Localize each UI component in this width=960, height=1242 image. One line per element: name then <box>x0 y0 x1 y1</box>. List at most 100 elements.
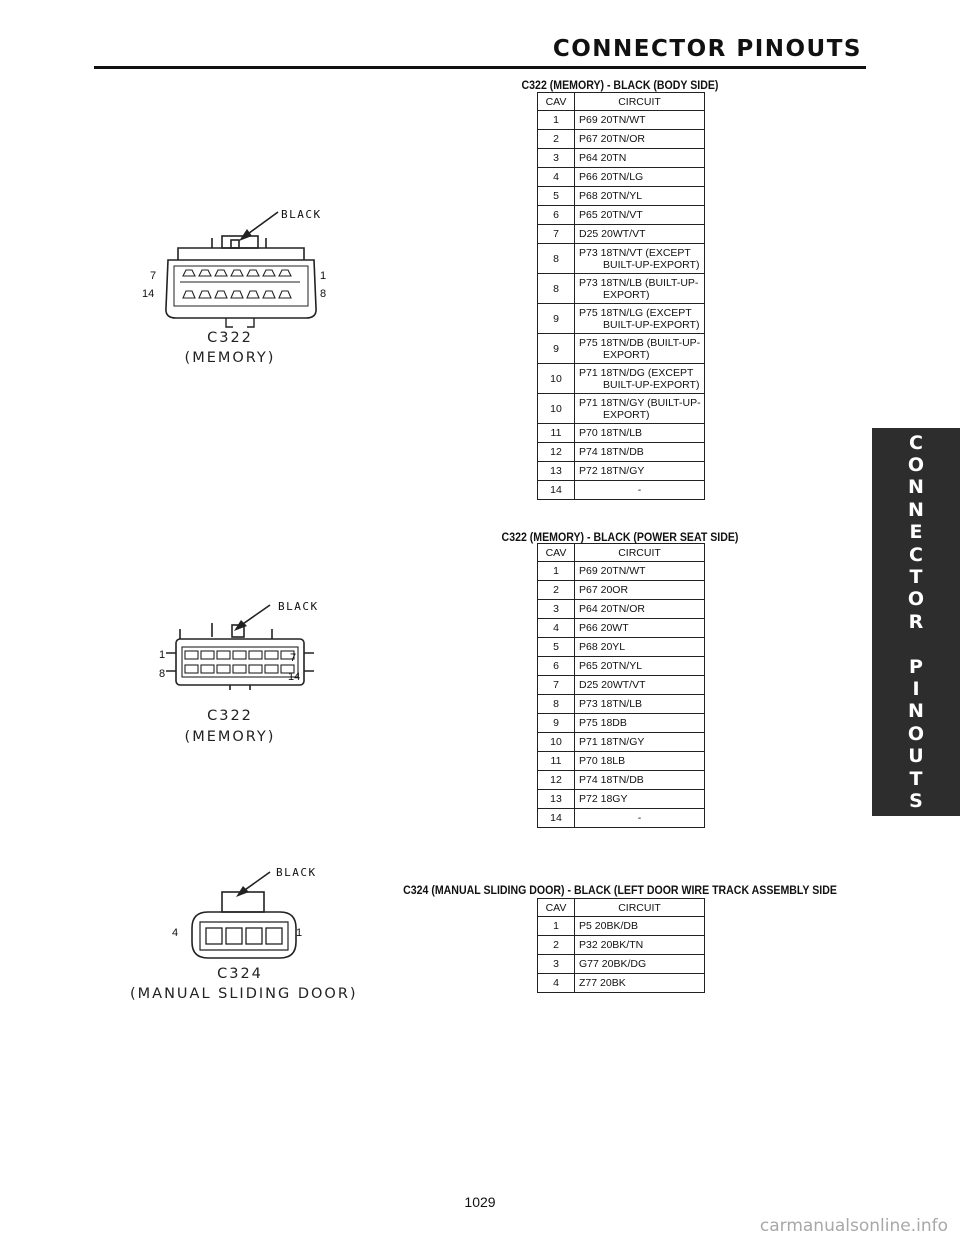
cav-cell: 9 <box>537 713 575 733</box>
pin-number-label: 8 <box>320 288 327 300</box>
circuit-text: G77 20BK/DG <box>579 958 647 970</box>
circuit-text-continued: EXPORT) <box>603 288 650 301</box>
side-tab-letter: I <box>912 677 920 700</box>
circuit-cell: P66 20WT <box>574 618 705 638</box>
circuit-cell: P69 20TN/WT <box>574 561 705 581</box>
circuit-cell: P72 18TN/GY <box>574 461 705 481</box>
pin-number-label: 1 <box>159 649 166 661</box>
column-header-cav: CAV <box>537 92 575 111</box>
circuit-text: P65 20TN/YL <box>579 660 643 672</box>
circuit-text-continued: BUILT-UP-EXPORT) <box>603 378 700 391</box>
table-title: C322 (MEMORY) - BLACK (BODY SIDE) <box>521 80 719 92</box>
cav-cell: 4 <box>537 973 575 993</box>
circuit-cell: D25 20WT/VT <box>574 224 705 244</box>
circuit-cell: - <box>574 808 705 828</box>
cav-cell: 11 <box>537 751 575 771</box>
cav-cell: 7 <box>537 224 575 244</box>
circuit-cell: P68 20YL <box>574 637 705 657</box>
circuit-text: P68 20TN/YL <box>579 190 643 202</box>
circuit-text: P75 18DB <box>579 717 627 729</box>
table-row: 1 P5 20BK/DB <box>537 916 705 936</box>
table-title: C322 (MEMORY) - BLACK (POWER SEAT SIDE) <box>501 532 739 544</box>
connector-subname: (MEMORY) <box>184 350 276 366</box>
cav-cell: 14 <box>537 808 575 828</box>
pin-number-label: 7 <box>290 652 297 664</box>
circuit-cell: P67 20TN/OR <box>574 129 705 149</box>
circuit-cell: P5 20BK/DB <box>574 916 705 936</box>
side-tab-letter: R <box>908 610 924 633</box>
circuit-cell: P72 18GY <box>574 789 705 809</box>
table-row: 7 D25 20WT/VT <box>537 224 705 244</box>
circuit-text: P5 20BK/DB <box>579 920 638 932</box>
circuit-text: P73 18TN/LB <box>579 698 643 710</box>
cav-cell: 8 <box>537 273 575 304</box>
side-tab-letter: U <box>908 745 924 768</box>
column-header-cav: CAV <box>537 898 575 917</box>
table-row: 14- <box>537 480 705 500</box>
side-tab-letter: O <box>907 722 925 745</box>
circuit-text: P72 18TN/GY <box>579 465 645 477</box>
circuit-text: P74 18TN/DB <box>579 446 644 458</box>
table-title: C324 (MANUAL SLIDING DOOR) - BLACK (LEFT… <box>403 885 837 897</box>
connector-color-label: BLACK <box>276 866 317 879</box>
circuit-cell: P69 20TN/WT <box>574 110 705 130</box>
cav-cell: 10 <box>537 732 575 752</box>
table-row: 7 D25 20WT/VT <box>537 675 705 695</box>
circuit-text: D25 20WT/VT <box>579 228 646 240</box>
cav-cell: 1 <box>537 916 575 936</box>
cav-cell: 13 <box>537 461 575 481</box>
circuit-text: P73 18TN/LB (BUILT-UP- <box>579 276 699 289</box>
table-row: 14- <box>537 808 705 828</box>
cav-cell: 2 <box>537 580 575 600</box>
circuit-text-continued: EXPORT) <box>603 348 650 361</box>
connector-name: C322 <box>207 330 253 346</box>
circuit-cell: P74 18TN/DB <box>574 442 705 462</box>
circuit-text: P69 20TN/WT <box>579 565 646 577</box>
pin-number-label: 7 <box>150 270 157 282</box>
circuit-text: D25 20WT/VT <box>579 679 646 691</box>
side-tab-letter: O <box>907 454 925 477</box>
circuit-text: P68 20YL <box>579 641 626 653</box>
circuit-text-continued: BUILT-UP-EXPORT) <box>603 258 700 271</box>
column-header-circuit: CIRCUIT <box>574 898 705 917</box>
connector-c322-power-seat-diagram <box>166 604 314 690</box>
side-tab-letter: T <box>909 767 923 790</box>
circuit-text: P67 20TN/OR <box>579 133 645 145</box>
circuit-text: - <box>637 484 642 496</box>
cav-cell: 6 <box>537 205 575 225</box>
circuit-text: P71 18TN/DG (EXCEPT <box>579 366 694 379</box>
header-rule <box>94 66 866 69</box>
circuit-cell: P75 18DB <box>574 713 705 733</box>
side-tab-letter: C <box>909 543 923 566</box>
side-tab-letter <box>896 633 936 655</box>
cav-cell: 7 <box>537 675 575 695</box>
cav-cell: 2 <box>537 129 575 149</box>
connector-name: C322 <box>207 708 253 724</box>
circuit-text: Z77 20BK <box>579 977 626 989</box>
page-number: 1029 <box>464 1194 496 1210</box>
connector-color-label: BLACK <box>278 600 319 613</box>
cav-cell: 9 <box>537 333 575 364</box>
column-header-circuit: CIRCUIT <box>574 543 705 562</box>
circuit-text: P64 20TN/OR <box>579 603 645 615</box>
circuit-text-continued: EXPORT) <box>603 408 650 421</box>
page-title: CONNECTOR PINOUTS <box>552 36 862 62</box>
cav-cell: 10 <box>537 363 575 394</box>
circuit-cell: P65 20TN/YL <box>574 656 705 676</box>
cav-cell: 3 <box>537 148 575 168</box>
